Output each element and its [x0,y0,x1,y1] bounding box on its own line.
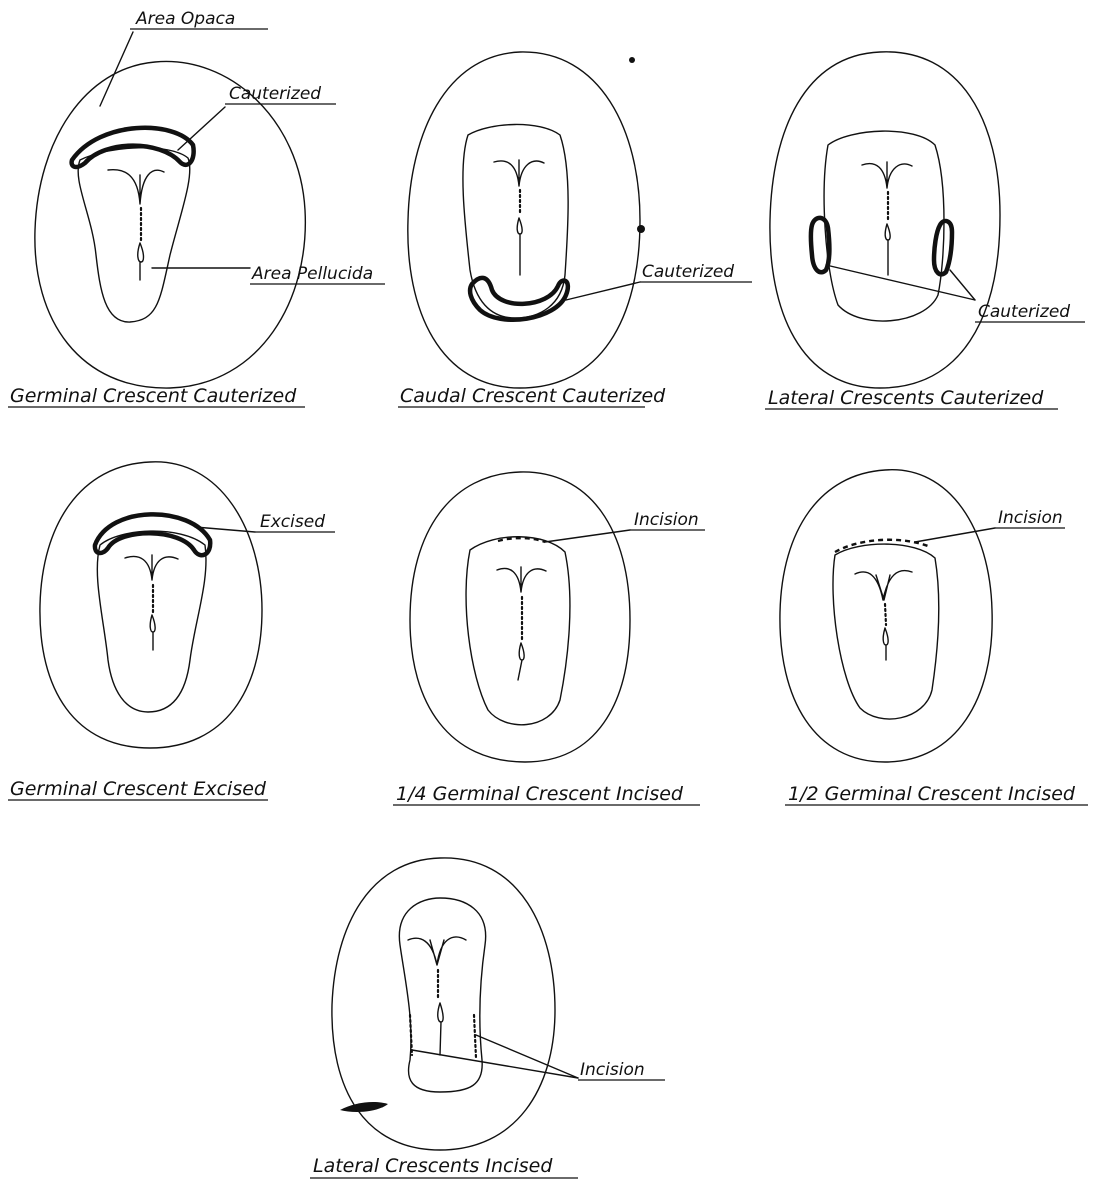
area-opaca-outline [35,61,305,388]
area-opaca-outline [40,462,262,748]
area-pellucida-outline [824,131,944,321]
head-fold [125,555,178,580]
caption-germinal-cauterized: Germinal Crescent Cauterized [10,385,297,407]
panel-lateral-cauterized: Cauterized Lateral Crescents Cauterized [765,52,1085,409]
primitive-streak [883,628,888,660]
cauterized-crescent [470,278,568,320]
area-pellucida-outline [78,148,190,322]
primitive-streak [518,643,524,680]
caption-germinal-excised: Germinal Crescent Excised [10,778,267,800]
label-cauterized-1: Cauterized [229,84,321,104]
caption-quarter-incised: 1/4 Germinal Crescent Incised [396,783,684,805]
area-pellucida-outline [463,124,568,318]
cauterized-crescent [72,128,194,167]
head-fold [108,170,164,204]
primitive-streak [150,615,155,650]
panel-caudal-cauterized: Cauterized Caudal Crescent Cauterized [398,52,752,407]
caption-caudal-cauterized: Caudal Crescent Cauterized [400,385,666,407]
label-incision-3: Incision [580,1060,645,1080]
incision-quarter [498,538,545,542]
incision-right [474,1015,476,1058]
incision-half [835,540,928,552]
head-fold [494,160,544,186]
area-pellucida-outline [399,898,485,1092]
panel-quarter-incised: Incision 1/4 Germinal Crescent Incised [393,472,705,805]
label-area-opaca: Area Opaca [135,9,235,29]
primitive-streak [885,224,890,275]
caption-half-incised: 1/2 Germinal Crescent Incised [788,783,1076,805]
head-fold [862,162,912,188]
caption-lateral-incised: Lateral Crescents Incised [313,1155,553,1177]
label-excised: Excised [260,512,325,532]
head-fold [855,571,912,600]
primitive-streak [138,243,144,280]
primitive-streak [517,218,522,275]
caption-lateral-cauterized: Lateral Crescents Cauterized [768,387,1044,409]
head-fold [497,567,546,592]
ink-smudge [340,1102,388,1112]
head-fold [408,937,466,965]
label-incision-1: Incision [634,510,699,530]
stray-mark [637,225,645,233]
label-cauterized-2: Cauterized [642,262,734,282]
label-cauterized-3: Cauterized [978,302,1070,322]
area-opaca-outline [410,472,630,762]
label-incision-2: Incision [998,508,1063,528]
panel-lateral-incised: Incision Lateral Crescents Incised [310,858,665,1178]
panel-half-incised: Incision 1/2 Germinal Crescent Incised [780,470,1088,805]
label-area-pellucida: Area Pellucida [251,264,373,284]
notochord [885,604,886,625]
panel-germinal-excised: Excised Germinal Crescent Excised [8,462,335,800]
primitive-streak [438,1003,443,1055]
area-pellucida-outline [466,537,570,725]
panel-germinal-cauterized: Area Opaca Cauterized Area Pellucida Ger… [8,9,385,407]
area-opaca-outline [408,52,640,388]
stray-mark [629,57,635,63]
excised-crescent [95,514,210,555]
area-opaca-outline [770,52,1000,388]
